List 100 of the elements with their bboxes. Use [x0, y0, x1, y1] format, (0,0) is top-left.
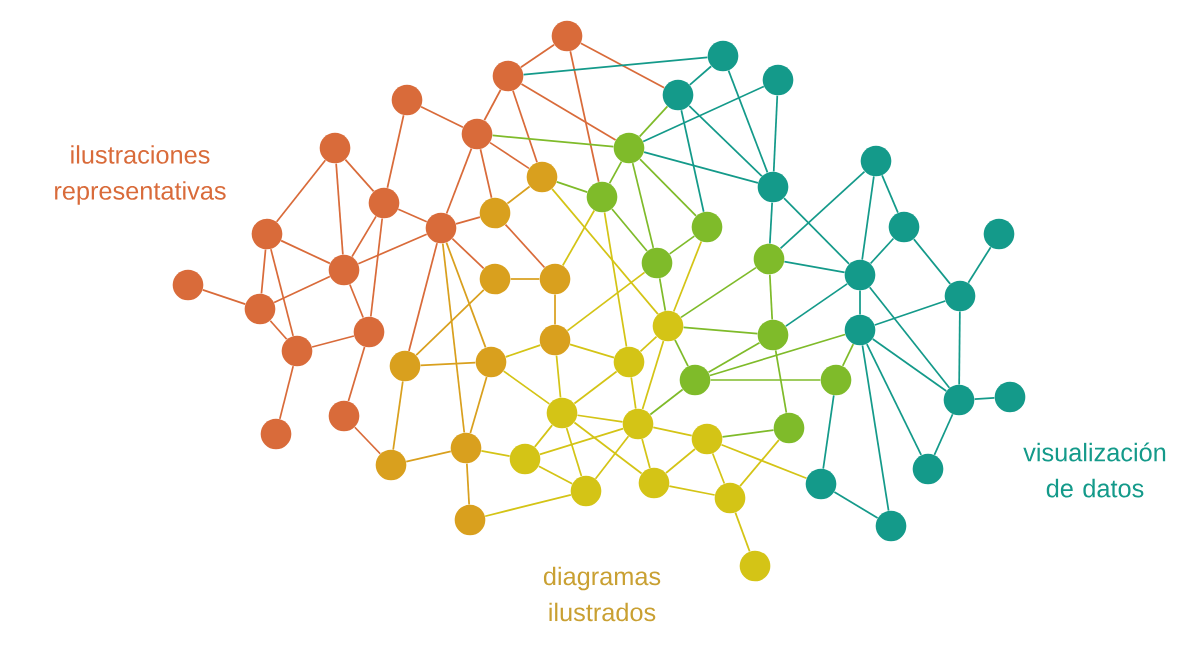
- connector-line: [841, 343, 855, 367]
- connector-line: [833, 491, 879, 519]
- connector-line: [451, 237, 485, 270]
- connector-line: [392, 380, 404, 451]
- connector-line: [522, 56, 709, 76]
- connector-line: [665, 448, 696, 474]
- network-node: [983, 218, 1015, 250]
- network-node: [757, 171, 789, 203]
- connector-line: [539, 427, 624, 456]
- network-node: [172, 269, 204, 301]
- network-node: [638, 467, 670, 499]
- network-node: [860, 145, 892, 177]
- connector-line: [631, 162, 655, 249]
- connector-line: [711, 452, 726, 485]
- connector-line: [652, 426, 693, 437]
- connector-line: [668, 485, 716, 496]
- network-node: [679, 364, 711, 396]
- connector-line: [335, 162, 344, 256]
- connector-line: [469, 376, 488, 434]
- connector-line: [273, 275, 331, 304]
- connector-line: [573, 370, 618, 405]
- network-node: [820, 364, 852, 396]
- connector-line: [484, 493, 572, 518]
- network-node: [492, 60, 524, 92]
- connector-line: [520, 83, 617, 141]
- network-node: [613, 346, 645, 378]
- connector-line: [344, 158, 375, 193]
- connector-line: [351, 215, 377, 258]
- connector-line: [658, 277, 667, 312]
- connector-line: [278, 365, 295, 420]
- connector-line: [642, 85, 765, 143]
- connector-line: [386, 114, 405, 189]
- connector-line: [707, 341, 761, 374]
- connector-line: [353, 426, 382, 455]
- connector-line: [269, 319, 288, 341]
- connector-line: [504, 223, 546, 269]
- connector-line: [594, 435, 630, 480]
- connector-line: [912, 238, 952, 285]
- connector-line: [608, 160, 623, 185]
- connector-line: [772, 94, 779, 173]
- connector-line: [483, 88, 502, 122]
- network-node: [475, 346, 507, 378]
- connector-line: [455, 216, 481, 225]
- network-node: [994, 381, 1026, 413]
- connector-line: [611, 208, 648, 252]
- connector-line: [502, 370, 551, 405]
- connector-line: [408, 242, 438, 352]
- connector-line: [680, 266, 757, 319]
- connector-line: [566, 271, 646, 332]
- connector-line: [861, 344, 890, 512]
- group-label: visualización de datos: [1023, 442, 1166, 498]
- connector-line: [445, 241, 487, 349]
- network-node: [539, 263, 571, 295]
- connector-line: [639, 335, 658, 353]
- network-node: [714, 482, 746, 514]
- connector-line: [720, 443, 808, 480]
- group-label: diagramas ilustrados: [543, 566, 661, 622]
- connector-line: [419, 361, 477, 367]
- connector-line: [958, 310, 961, 386]
- network-node: [641, 247, 673, 279]
- network-node: [281, 335, 313, 367]
- connector-line: [881, 174, 899, 214]
- connector-line: [260, 248, 267, 295]
- network-node: [391, 84, 423, 116]
- connector-line: [783, 260, 846, 274]
- network-node: [375, 449, 407, 481]
- network-node: [251, 218, 283, 250]
- network-node: [539, 324, 571, 356]
- connector-line: [866, 343, 922, 456]
- connector-line: [491, 134, 615, 148]
- connector-line: [868, 286, 951, 389]
- connector-line: [551, 188, 659, 315]
- network-node: [757, 319, 789, 351]
- connector-line: [680, 109, 705, 213]
- connector-line: [369, 217, 384, 318]
- network-node: [613, 132, 645, 164]
- connector-line: [861, 175, 875, 261]
- connector-line: [869, 237, 895, 265]
- connector-line: [561, 209, 596, 267]
- connector-line: [709, 379, 822, 381]
- network-node: [912, 453, 944, 485]
- connector-line: [643, 151, 759, 184]
- connector-line: [415, 289, 485, 357]
- network-node: [319, 132, 351, 164]
- connector-line: [506, 185, 531, 205]
- network-node: [944, 280, 976, 312]
- connector-line: [512, 89, 538, 164]
- connector-line: [779, 170, 866, 250]
- connector-line: [420, 105, 464, 129]
- network-node: [479, 197, 511, 229]
- connector-line: [579, 42, 666, 89]
- connector-line: [668, 235, 696, 255]
- connector-line: [554, 293, 556, 326]
- connector-line: [768, 273, 774, 321]
- connector-line: [569, 343, 615, 359]
- connector-line: [783, 197, 850, 265]
- connector-line: [280, 239, 331, 265]
- connector-line: [311, 335, 355, 348]
- connector-line: [537, 465, 574, 485]
- connector-line: [641, 438, 651, 469]
